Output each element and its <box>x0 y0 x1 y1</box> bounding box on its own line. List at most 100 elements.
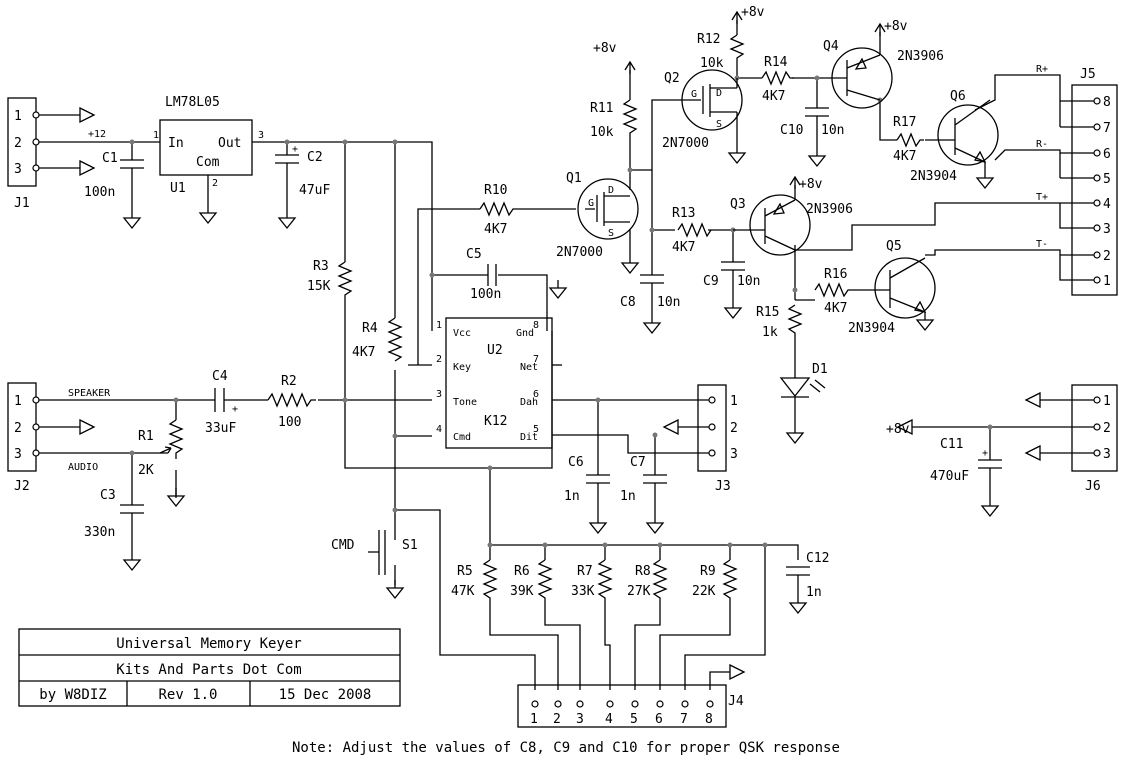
connector-j4: 1 2 3 4 5 6 7 8 J4 <box>517 684 744 728</box>
svg-text:C3: C3 <box>100 488 116 503</box>
svg-text:3: 3 <box>1103 447 1111 462</box>
title-block: Universal Memory Keyer Kits And Parts Do… <box>18 628 401 707</box>
u1-pin-com: Com <box>196 155 220 170</box>
svg-text:R-: R- <box>1036 139 1048 150</box>
svg-text:C7: C7 <box>630 455 646 470</box>
svg-text:Q3: Q3 <box>730 197 746 212</box>
svg-text:2N7000: 2N7000 <box>662 136 709 151</box>
u2-ref: U2 <box>487 343 503 358</box>
svg-text:D1: D1 <box>812 362 828 377</box>
arrow-terminals <box>79 11 1041 680</box>
vplus-label-1: +8v <box>593 41 617 56</box>
svg-text:2: 2 <box>1103 249 1111 264</box>
svg-text:Q5: Q5 <box>886 239 902 254</box>
svg-text:7: 7 <box>1103 121 1111 136</box>
svg-text:4K7: 4K7 <box>672 240 695 255</box>
svg-text:2N3906: 2N3906 <box>806 202 853 217</box>
svg-text:+: + <box>232 404 238 415</box>
vplus-label-4: +8v <box>799 177 823 192</box>
svg-text:1: 1 <box>153 130 159 141</box>
u1-ref: U1 <box>170 181 186 196</box>
svg-text:R8: R8 <box>635 564 651 579</box>
svg-text:T-: T- <box>1036 239 1048 250</box>
svg-text:R3: R3 <box>313 259 329 274</box>
revision-text: Rev 1.0 <box>158 687 217 703</box>
author-text: by W8DIZ <box>39 687 106 703</box>
u2-pin-cmd: Cmd <box>453 432 471 443</box>
resistor-symbols <box>159 34 924 605</box>
j1-ref: J1 <box>14 196 30 211</box>
svg-text:R11: R11 <box>590 101 613 116</box>
svg-text:4K7: 4K7 <box>824 301 847 316</box>
switch-s1[interactable] <box>368 530 386 575</box>
svg-text:2: 2 <box>212 178 218 189</box>
svg-text:27K: 27K <box>627 584 651 599</box>
svg-text:10k: 10k <box>590 125 614 140</box>
led-d1 <box>779 377 826 425</box>
svg-text:1: 1 <box>14 394 22 409</box>
svg-text:C12: C12 <box>806 551 829 566</box>
svg-text:C8: C8 <box>620 295 636 310</box>
ic-u2: Vcc Gnd Key Net Tone Dah Cmd Dit U2 K12 … <box>436 317 553 449</box>
svg-text:2N7000: 2N7000 <box>556 245 603 260</box>
svg-text:S: S <box>716 119 722 130</box>
connector-j6: 1 2 3 J6 <box>1071 384 1118 494</box>
svg-text:8: 8 <box>705 712 713 727</box>
svg-text:3: 3 <box>576 712 584 727</box>
svg-text:470uF: 470uF <box>930 469 969 484</box>
svg-text:Q4: Q4 <box>823 39 839 54</box>
svg-text:1n: 1n <box>806 585 822 600</box>
svg-text:4K7: 4K7 <box>762 89 785 104</box>
svg-text:7: 7 <box>533 354 539 365</box>
svg-text:2N3904: 2N3904 <box>848 321 895 336</box>
svg-text:D: D <box>608 185 614 196</box>
svg-text:3: 3 <box>436 389 442 400</box>
svg-text:G: G <box>691 89 697 100</box>
u2-pin-vcc: Vcc <box>453 328 471 339</box>
svg-text:1: 1 <box>1103 274 1111 289</box>
svg-text:22K: 22K <box>692 584 716 599</box>
svg-text:1: 1 <box>1103 394 1111 409</box>
svg-text:2N3904: 2N3904 <box>910 169 957 184</box>
svg-text:R1: R1 <box>138 429 154 444</box>
vplus-label-5: +8v <box>886 422 910 437</box>
svg-text:3: 3 <box>730 447 738 462</box>
u2-pin-dah: Dah <box>520 397 538 408</box>
svg-text:2: 2 <box>1103 421 1111 436</box>
svg-text:R2: R2 <box>281 374 297 389</box>
svg-text:Q6: Q6 <box>950 89 966 104</box>
svg-text:8: 8 <box>1103 95 1111 110</box>
svg-text:R12: R12 <box>697 32 720 47</box>
svg-text:1n: 1n <box>620 489 636 504</box>
svg-text:1k: 1k <box>762 325 778 340</box>
audio-label: AUDIO <box>68 462 98 473</box>
svg-text:5: 5 <box>533 424 539 435</box>
connector-j2: 1 2 3 J2 SPEAKER AUDIO <box>7 382 111 494</box>
svg-text:10n: 10n <box>821 123 844 138</box>
u1-pin-in: In <box>168 136 184 151</box>
capacitor-symbols: ++ + <box>120 107 1002 576</box>
svg-text:C2: C2 <box>307 150 323 165</box>
svg-text:S1: S1 <box>402 538 418 553</box>
svg-text:1: 1 <box>436 320 442 331</box>
j3-ref: J3 <box>715 479 731 494</box>
u2-pin-dit: Dit <box>520 432 538 443</box>
svg-text:6: 6 <box>1103 147 1111 162</box>
svg-text:5: 5 <box>630 712 638 727</box>
u2-part: K12 <box>484 414 507 429</box>
svg-text:Q1: Q1 <box>566 171 582 186</box>
svg-text:6: 6 <box>655 712 663 727</box>
svg-text:4K7: 4K7 <box>352 345 375 360</box>
svg-text:4: 4 <box>436 424 442 435</box>
svg-text:Q2: Q2 <box>664 71 680 86</box>
svg-text:1: 1 <box>730 394 738 409</box>
company-text: Kits And Parts Dot Com <box>116 662 301 678</box>
svg-text:2K: 2K <box>138 463 154 478</box>
svg-text:C4: C4 <box>212 369 228 384</box>
component-labels: +12 C1 100n C2 47uF R3 15K R4 4K7 C4 33u… <box>84 5 969 600</box>
svg-text:+: + <box>292 144 298 155</box>
svg-text:R14: R14 <box>764 55 788 70</box>
svg-text:R4: R4 <box>362 321 378 336</box>
svg-text:3: 3 <box>14 447 22 462</box>
